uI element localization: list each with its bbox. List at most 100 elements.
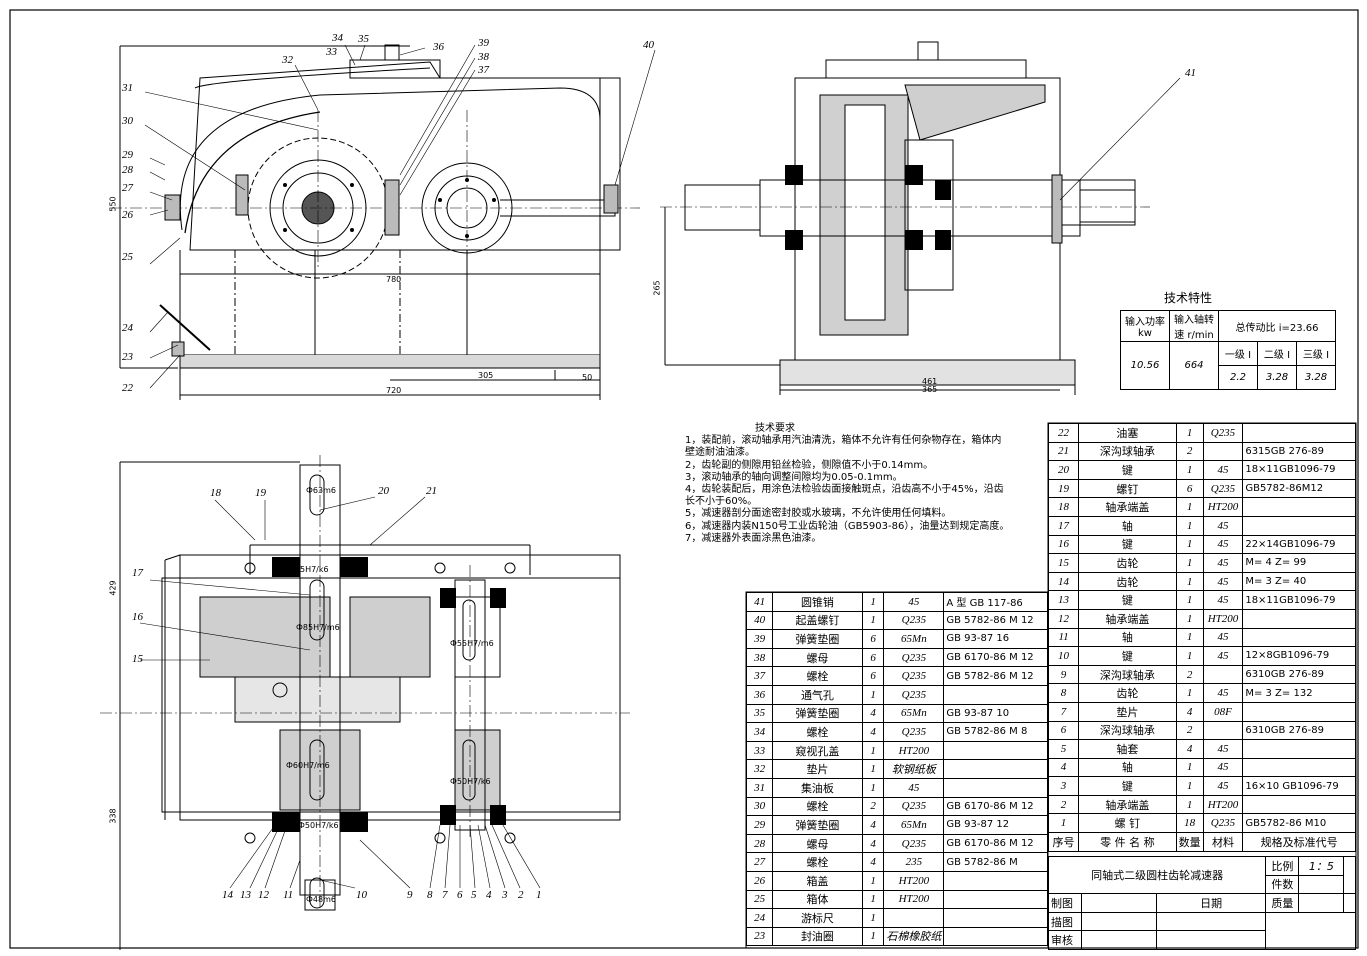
bom-qty: 18 bbox=[1175, 813, 1204, 834]
bom-qty: 1 bbox=[1175, 646, 1204, 666]
bom-material: HT200 bbox=[1202, 794, 1244, 815]
label-33: 33 bbox=[326, 46, 337, 58]
bom-qty: 4 bbox=[861, 833, 885, 854]
bom-no: 13 bbox=[1047, 590, 1080, 610]
dim-305: 305 bbox=[478, 371, 494, 380]
tech-r3: 3.28 bbox=[1296, 365, 1336, 390]
bom-name: 弹簧垫圈 bbox=[772, 703, 863, 724]
bom-no: 21 bbox=[1047, 441, 1080, 462]
bom-qty: 4 bbox=[861, 722, 885, 742]
bom-name: 螺钉 bbox=[1078, 478, 1177, 499]
bom-header-cell: 材料 bbox=[1202, 832, 1244, 852]
bom-material: 45 bbox=[883, 592, 945, 612]
label-28: 28 bbox=[122, 164, 133, 176]
bom-material: 45 bbox=[1202, 553, 1244, 573]
requirement-line: 5，减速器剖分面途密封胶或水玻璃，不允许使用任何填料。 bbox=[685, 508, 952, 520]
bom-spec: GB5782-86M12 bbox=[1242, 478, 1356, 499]
tech-stage2: 二级 I bbox=[1257, 341, 1297, 366]
bom-qty: 1 bbox=[861, 889, 885, 910]
bom-material: Q235 bbox=[883, 833, 945, 854]
bom-material: 65Mn bbox=[883, 703, 945, 724]
bom-name: 轴承端盖 bbox=[1078, 608, 1177, 629]
bom-name: 螺栓 bbox=[772, 796, 863, 817]
label-22: 22 bbox=[122, 382, 133, 394]
bom-qty: 1 bbox=[861, 908, 885, 928]
bom-name: 键 bbox=[1078, 534, 1177, 555]
bom-no: 7 bbox=[1047, 701, 1080, 722]
bom-no: 12 bbox=[1047, 608, 1080, 629]
bom-qty: 1 bbox=[1175, 534, 1204, 555]
bom-qty: 4 bbox=[1175, 739, 1204, 759]
drawing-title: 同轴式二级圆柱齿轮减速器 bbox=[1047, 855, 1267, 895]
label-35: 35 bbox=[358, 33, 369, 45]
bom-material: HT200 bbox=[1202, 608, 1244, 629]
bom-name: 深沟球轴承 bbox=[1078, 720, 1177, 741]
shaft-dim-2: Ф75H7/k6 bbox=[288, 565, 329, 574]
bom-name: 键 bbox=[1078, 590, 1177, 610]
bom-qty: 1 bbox=[861, 592, 885, 612]
bom-qty: 1 bbox=[861, 740, 885, 761]
label-41: 41 bbox=[1185, 67, 1196, 79]
label-2: 2 bbox=[518, 889, 524, 901]
bom-no: 17 bbox=[1047, 515, 1080, 536]
bom-qty: 1 bbox=[861, 870, 885, 891]
label-8: 8 bbox=[427, 889, 433, 901]
count-label: 件数 bbox=[1265, 874, 1300, 895]
bom-no: 25 bbox=[745, 889, 774, 910]
bom-name: 起盖螺钉 bbox=[772, 610, 863, 631]
bom-spec bbox=[943, 684, 1048, 705]
front-view bbox=[110, 44, 640, 400]
bom-material: 软钢纸板 bbox=[883, 759, 945, 779]
label-10: 10 bbox=[356, 889, 367, 901]
label-27: 27 bbox=[122, 182, 133, 194]
label-40: 40 bbox=[643, 39, 654, 51]
label-13: 13 bbox=[240, 889, 251, 901]
bom-material: 65Mn bbox=[883, 815, 945, 835]
bom-header-cell: 零 件 名 称 bbox=[1078, 832, 1177, 852]
tech-speed-header: 输入轴转速 r/min bbox=[1169, 310, 1219, 342]
side-view bbox=[660, 41, 1150, 395]
label-1: 1 bbox=[536, 889, 542, 901]
bom-spec: A 型 GB 117-86 bbox=[943, 592, 1048, 612]
bom-material: Q235 bbox=[883, 666, 945, 686]
bom-name: 封油圈 bbox=[772, 926, 863, 947]
bom-qty: 1 bbox=[1175, 515, 1204, 536]
bom-material: 石棉橡胶纸 bbox=[883, 926, 945, 947]
bom-spec bbox=[1242, 497, 1356, 517]
bom-qty: 6 bbox=[861, 647, 885, 668]
bom-material: Q235 bbox=[1202, 478, 1244, 499]
label-12: 12 bbox=[258, 889, 269, 901]
bom-material: 45 bbox=[883, 777, 945, 798]
label-25: 25 bbox=[122, 251, 133, 263]
bom-header-cell: 数量 bbox=[1175, 832, 1204, 852]
bom-no: 30 bbox=[745, 796, 774, 817]
bom-no: 4 bbox=[1047, 757, 1080, 778]
bom-name: 螺母 bbox=[772, 833, 863, 854]
check-label: 审核 bbox=[1048, 930, 1082, 950]
bom-material: 45 bbox=[1202, 534, 1244, 555]
bom-name: 键 bbox=[1078, 776, 1177, 796]
dim-365: 365 bbox=[922, 385, 938, 394]
bom-material: 45 bbox=[1202, 590, 1244, 610]
bom-name: 弹簧垫圈 bbox=[772, 629, 863, 649]
dim-780: 780 bbox=[386, 275, 402, 284]
bom-spec bbox=[943, 908, 1048, 928]
bom-name: 窥视孔盖 bbox=[772, 740, 863, 761]
bom-qty: 1 bbox=[1175, 497, 1204, 517]
bom-name: 键 bbox=[1078, 646, 1177, 666]
requirement-line: 壁途耐油油漆。 bbox=[685, 447, 755, 459]
